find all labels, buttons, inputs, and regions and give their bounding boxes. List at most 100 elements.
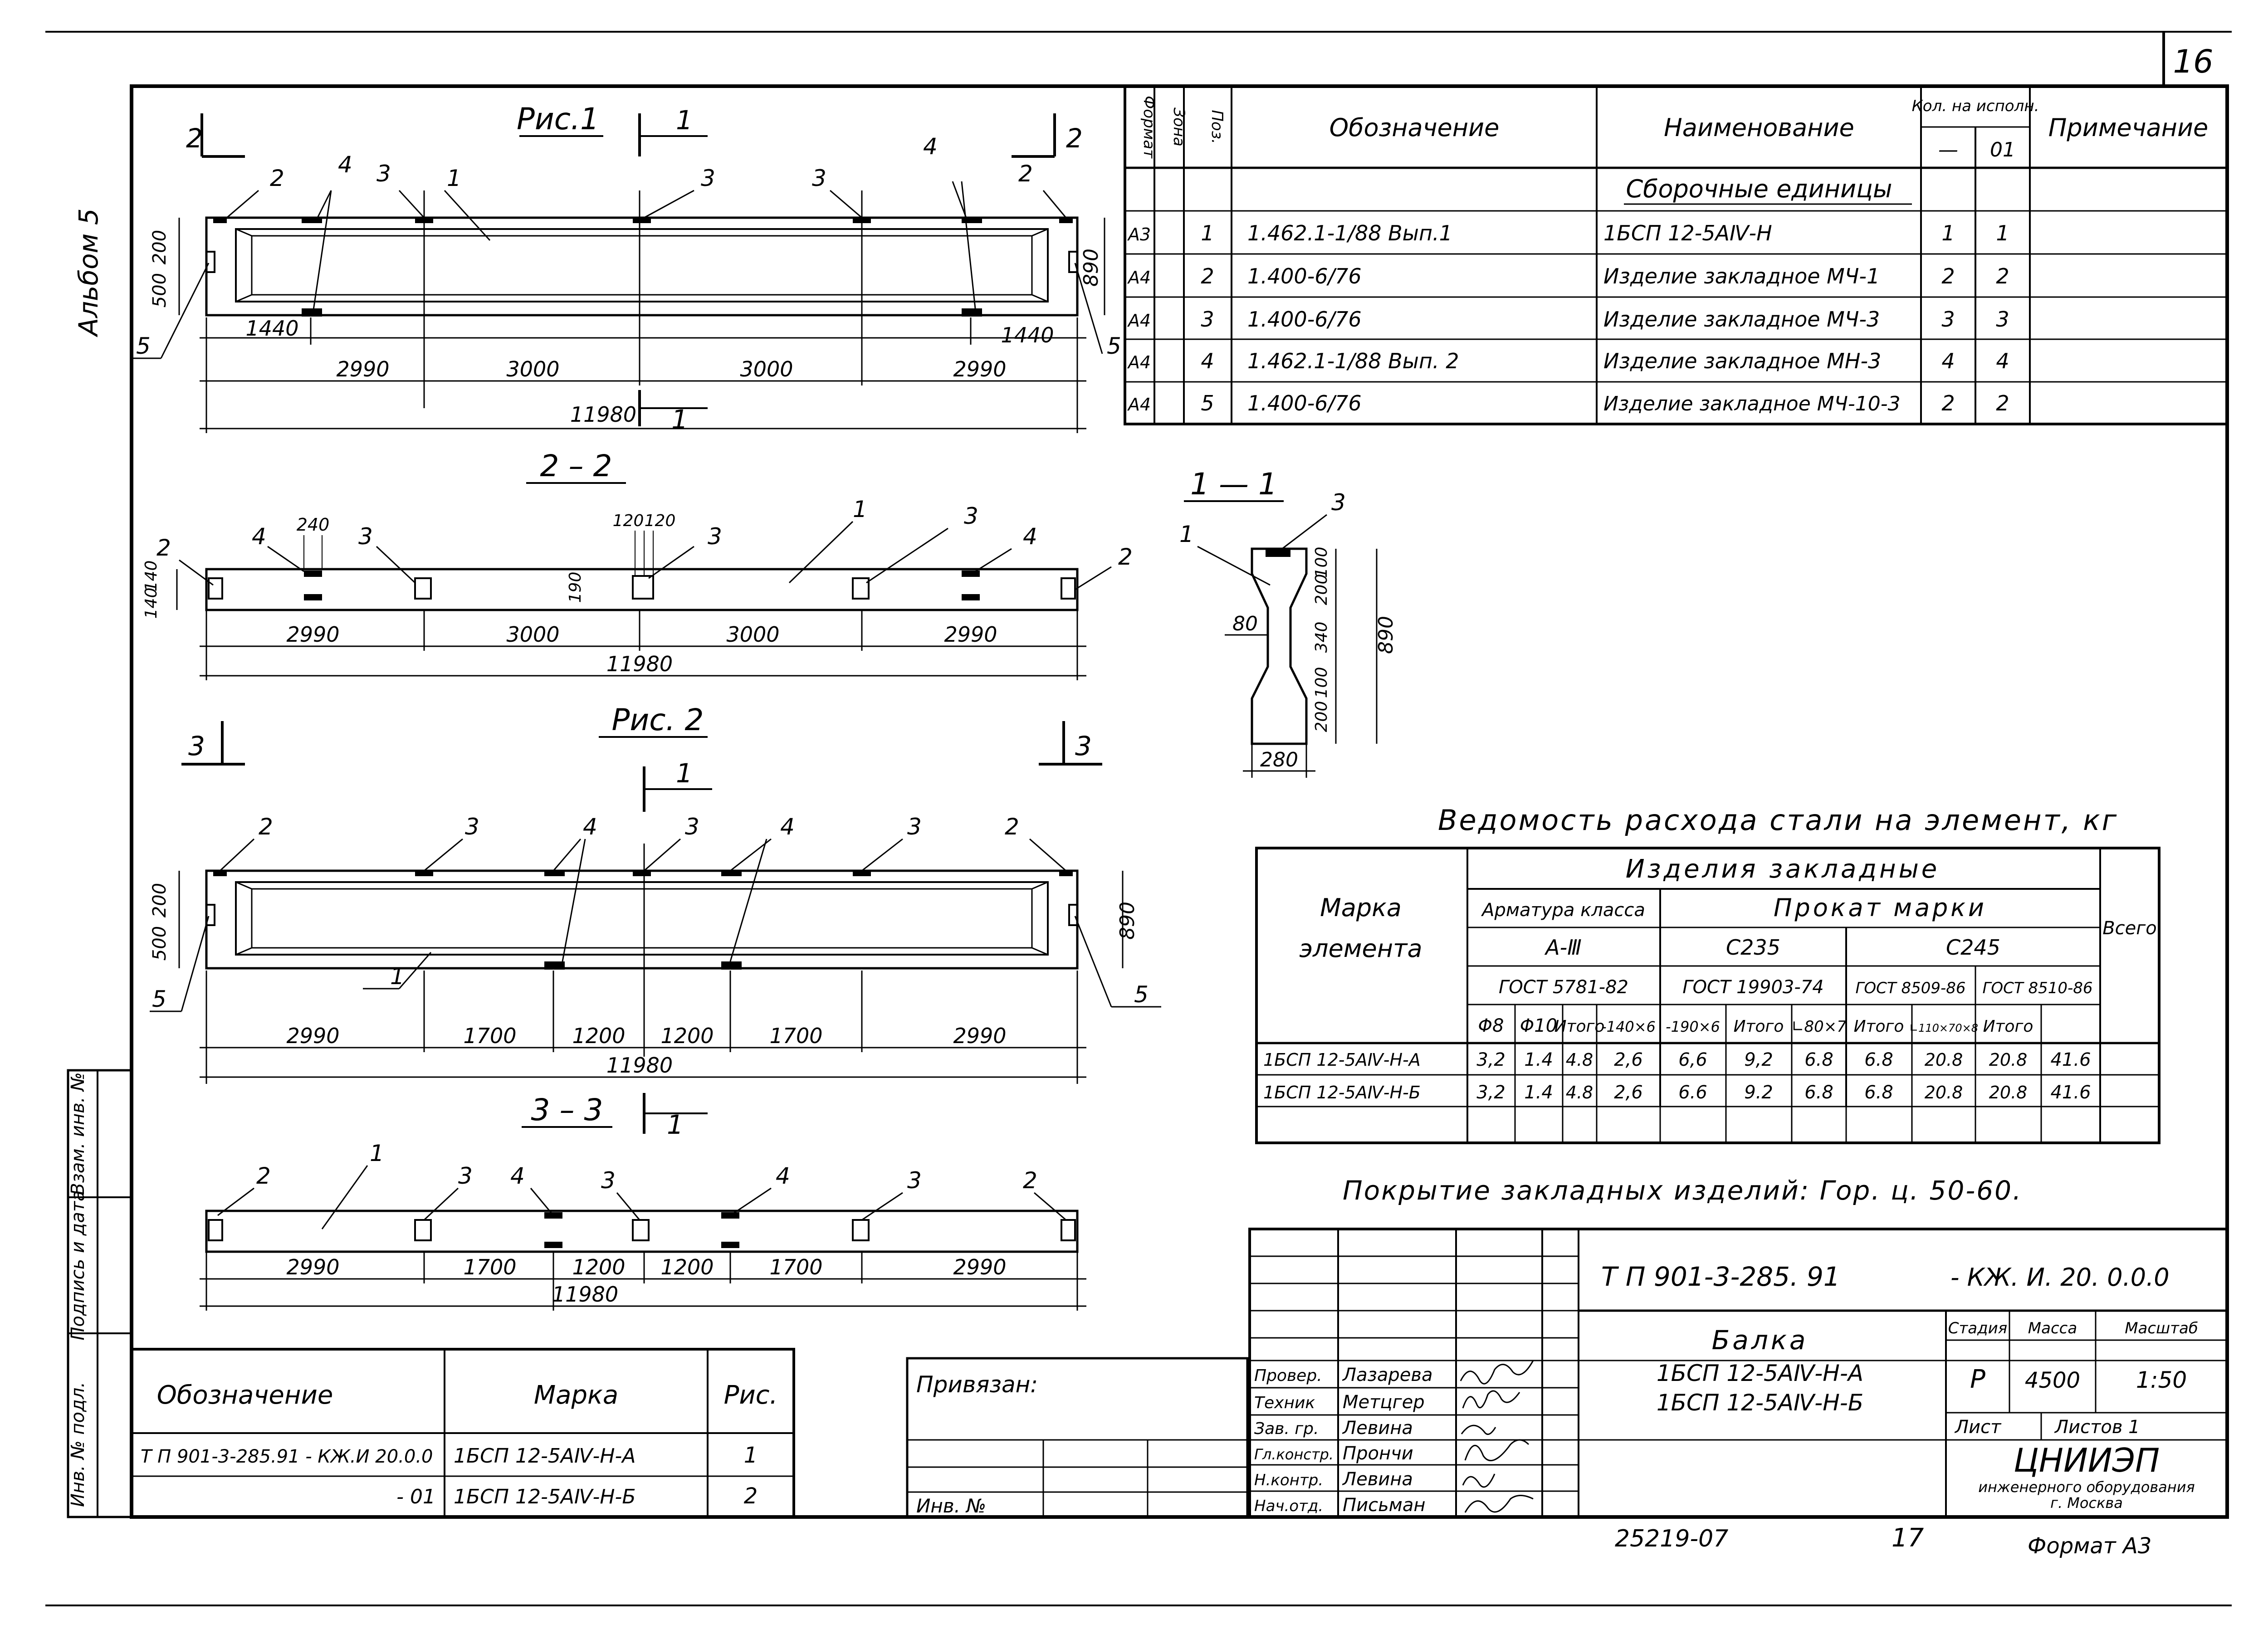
fig2-callout: 4	[780, 814, 795, 840]
fig2-view: Рис. 2 3 3 1 2	[149, 702, 1161, 1084]
spec-cell: А4	[1127, 352, 1151, 372]
spec-cell: 1.400-6/76	[1247, 264, 1362, 288]
spec-cell: 3	[1996, 307, 2009, 332]
sheets-header: Листов 1	[2054, 1417, 2140, 1438]
fig2-dim: 1700	[769, 1024, 822, 1048]
variants-cell: 2	[744, 1483, 758, 1509]
side-stamp-replace: Взам. инв. №	[68, 1072, 88, 1195]
fig1-dim-left: 200	[149, 230, 170, 264]
scale-value: 1:50	[2136, 1367, 2187, 1393]
element-name: 1БСП 12-5АⅣ-Н-А	[1657, 1360, 1863, 1386]
fig1-dim: 2990	[336, 357, 389, 381]
fig2-callout: 5	[1134, 981, 1149, 1008]
steel-cell: 2,6	[1614, 1082, 1643, 1103]
bottom-page: 17	[1892, 1523, 1924, 1553]
steel-h-mark: элемента	[1299, 934, 1422, 963]
fig1-cut-1-bottom: 1	[671, 404, 688, 435]
variants-cell: Т П 901-3-285.91 - КЖ.И 20.0.0	[141, 1446, 433, 1467]
sec33-dim: 1700	[463, 1255, 516, 1279]
sec33-callout: 3	[601, 1167, 616, 1194]
fig2-cut-3-right: 3	[1075, 731, 1092, 761]
steel-h-col: Φ10	[1520, 1015, 1557, 1036]
sec22-dim: 3000	[506, 622, 559, 647]
stage-header: Стадия	[1948, 1319, 2007, 1337]
spec-cell: А4	[1127, 395, 1151, 415]
role-cell: Зав. гр.	[1254, 1419, 1319, 1438]
scale-header: Масштаб	[2125, 1319, 2198, 1337]
fig1-total: 11980	[570, 402, 636, 427]
sec22-small-dim: 140	[142, 561, 161, 592]
fig2-dim: 1200	[572, 1024, 625, 1048]
side-stamp: Инв. № подл. Подпись и дата Взам. инв. №	[67, 1069, 133, 1518]
sec22-small-dim: 120	[613, 512, 644, 530]
steel-h-col: -140×6	[1601, 1018, 1656, 1035]
element-name: Балка	[1712, 1325, 1809, 1356]
spec-cell: 2	[1996, 391, 2009, 415]
spec-cell: 4	[1201, 349, 1214, 373]
fig1-callout: 5	[1107, 333, 1121, 359]
section-1-1-title: 1 — 1	[1190, 467, 1277, 502]
fig1-callout: 2	[270, 165, 284, 191]
sec22-callout: 3	[358, 523, 373, 550]
sec11-dim: 890	[1374, 616, 1398, 654]
steel-h-col: Φ8	[1478, 1015, 1504, 1036]
sec33-dim: 1200	[572, 1255, 625, 1279]
spec-cell: 3	[1941, 307, 1955, 332]
mass-value: 4500	[2025, 1368, 2080, 1393]
fig2-callout: 2	[259, 814, 273, 840]
signature-scribble	[1461, 1424, 1496, 1435]
sec22-callout: 2	[1118, 544, 1133, 570]
steel-h-col: -190×6	[1666, 1018, 1720, 1035]
sec22-callout: 2	[156, 535, 171, 561]
sec22-dim: 3000	[726, 622, 779, 647]
sec11-dim: 100	[1312, 547, 1331, 578]
steel-cell: 41.6	[2050, 1049, 2091, 1070]
steel-h-col: Итого	[1734, 1017, 1784, 1036]
steel-h-rolled: Прокат марки	[1774, 893, 1987, 922]
steel-cell: 3,2	[1476, 1049, 1505, 1070]
spec-cell: 5	[1201, 391, 1214, 415]
steel-cell: 6.6	[1678, 1082, 1707, 1103]
spec-cell: 4	[1996, 349, 2009, 373]
spec-section: Сборочные единицы	[1626, 175, 1892, 203]
steel-cell: 20.8	[1989, 1050, 2028, 1070]
steel-h-col: ∟110×70×8	[1909, 1022, 1978, 1034]
spec-cell: 1	[1941, 221, 1955, 245]
steel-cell: 20.8	[1925, 1083, 1963, 1102]
spec-cell: 2	[1941, 264, 1955, 288]
sec22-small-dim: 190	[566, 572, 585, 603]
sec33-total: 11980	[552, 1282, 618, 1307]
steel-h-rebar: Арматура класса	[1481, 900, 1645, 921]
sec11-dim: 80	[1232, 612, 1258, 635]
sec22-total: 11980	[606, 652, 673, 676]
element-name: 1БСП 12-5АⅣ-Н-Б	[1657, 1390, 1863, 1416]
spec-cell: А4	[1127, 311, 1151, 331]
spec-cell: 4	[1941, 349, 1955, 373]
sec33-dim: 2990	[286, 1255, 339, 1279]
sec22-small-dim: 240	[297, 515, 330, 535]
role-cell: Нач.отд.	[1254, 1497, 1323, 1515]
signature-scribble	[1464, 1439, 1530, 1461]
steel-h-col: Итого	[1983, 1017, 2033, 1036]
sec22-callout: 3	[708, 523, 722, 550]
steel-cell: 41.6	[2050, 1082, 2091, 1103]
steel-h-c235: С235	[1726, 935, 1780, 960]
fig1-height: 890	[1080, 249, 1103, 287]
variants-cell: 1БСП 12-5АⅣ-Н-Б	[454, 1485, 636, 1508]
title-block: Т П 901-3-285. 91 - КЖ. И. 20. 0.0.0 Бал…	[1248, 1228, 2229, 1518]
section-3-3-title: 3 – 3	[531, 1093, 603, 1127]
steel-cell: 4.8	[1566, 1083, 1593, 1102]
steel-h-c245: С245	[1946, 935, 2000, 960]
person-cell: Прончи	[1343, 1443, 1413, 1464]
spec-header-qty-a: —	[1938, 138, 1958, 161]
spec-header-format: Формат	[1140, 96, 1158, 159]
sec11-dim: 200	[1312, 701, 1331, 732]
fig2-callout: 1	[390, 963, 405, 990]
fig1-callout: 3	[701, 165, 715, 191]
spec-header-name: Наименование	[1664, 113, 1854, 142]
sec11-dim: 340	[1312, 622, 1331, 653]
fig2-dim-left: 200	[149, 883, 170, 917]
fig2-dim: 2990	[953, 1024, 1006, 1048]
sec33-dim: 1700	[769, 1255, 822, 1279]
spec-cell: 3	[1201, 307, 1214, 332]
